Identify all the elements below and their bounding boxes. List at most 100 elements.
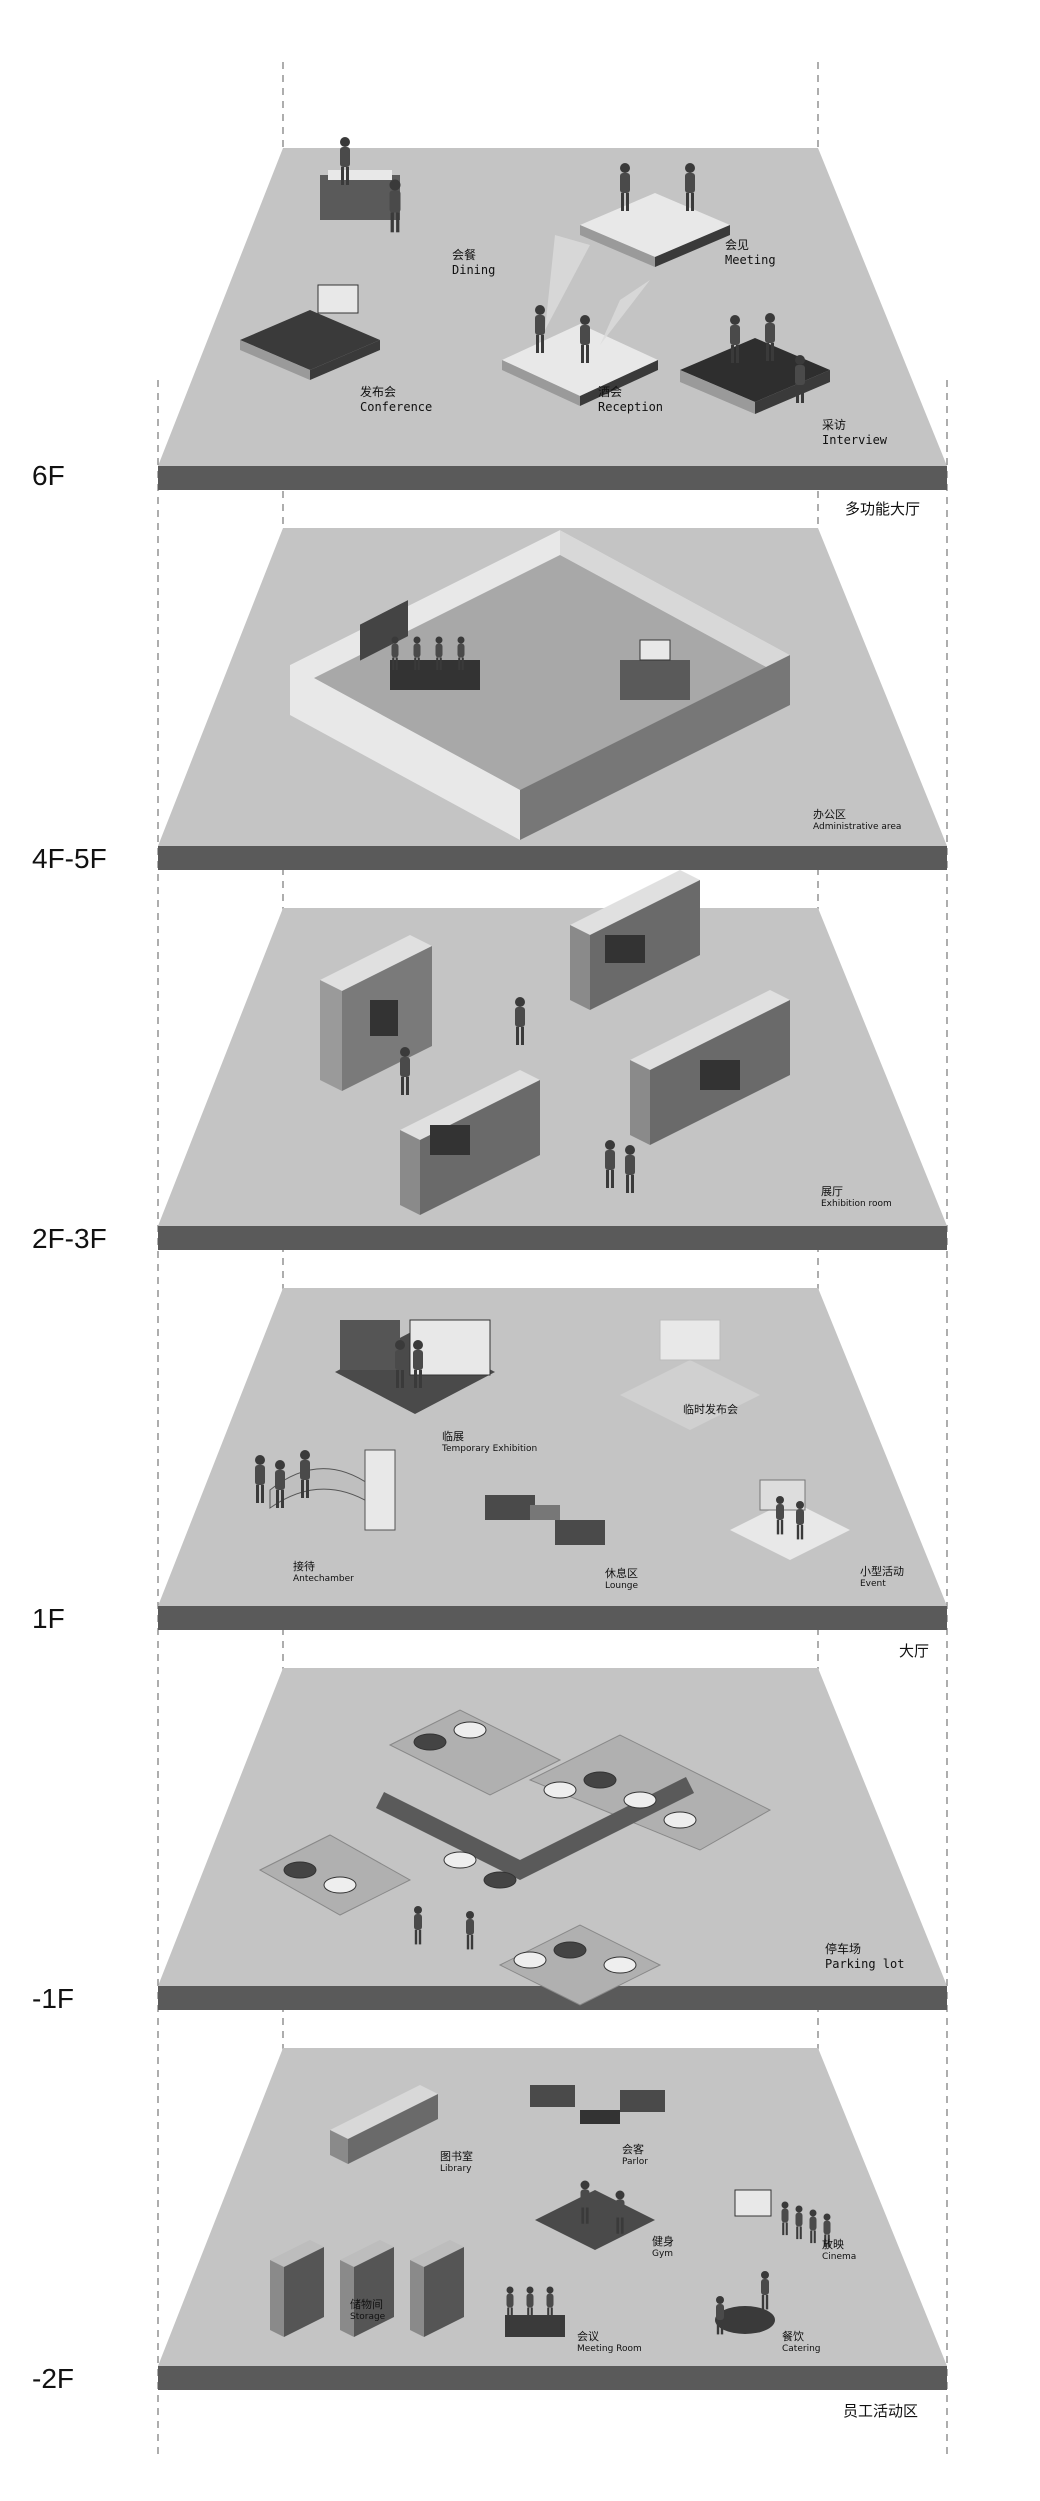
car-4 — [623, 1791, 657, 1809]
temp-visitor-1-body — [395, 1350, 405, 1370]
visitor-2-body — [400, 1057, 410, 1077]
cinema-viewer-1-body — [795, 2212, 803, 2227]
cinema-viewer-0-leg-l — [782, 2222, 785, 2236]
interview-person-1-body — [730, 325, 740, 345]
visitor-4-leg-l — [626, 1175, 629, 1193]
catering-person-2-leg-l — [716, 2320, 720, 2335]
reception-person-2-leg-r — [586, 345, 589, 363]
temp-conf-floor — [620, 1360, 760, 1430]
cinema-viewer-0-body — [781, 2208, 789, 2223]
exhibit-frame-1 — [370, 1000, 398, 1036]
cinema-viewer-3-leg-l — [824, 2234, 827, 2248]
zone-1f-temp-conference: 临时发布会 — [683, 1403, 738, 1416]
temp-visitor-2-leg-l — [414, 1370, 417, 1388]
visitor-1-leg-r — [521, 1027, 524, 1045]
gym-person-1-leg-r — [585, 2207, 589, 2224]
meeting-attendee-0-leg-r — [510, 2307, 513, 2321]
receptionist-1-body — [255, 1465, 265, 1485]
slab-edge-3 — [158, 1606, 947, 1630]
temp-exhibit-screen — [409, 1319, 491, 1376]
visitor-4-head — [625, 1145, 635, 1155]
office-wall-back-left — [290, 530, 560, 690]
floor-slabs — [158, 148, 947, 2390]
interview-person-3-leg-r — [801, 385, 804, 403]
brochure-stand — [364, 1449, 396, 1531]
floor-label-b1f: -1F — [32, 1983, 74, 2014]
floor-label-2f-3f: 2F-3F — [32, 1223, 107, 1254]
car-2 — [543, 1781, 577, 1799]
receptionist-1-leg-r — [261, 1485, 264, 1503]
slab-edge-0 — [158, 466, 947, 490]
office-person-0-leg-l — [392, 657, 395, 671]
dining-table — [320, 175, 400, 220]
interview-person-2-body — [765, 323, 775, 343]
receptionist-1-leg-l — [256, 1485, 259, 1503]
office-person-1-head — [413, 636, 421, 644]
meeting-attendee-2-leg-r — [550, 2307, 553, 2321]
event-person-2-leg-l — [796, 1525, 800, 1540]
receptionist-3-leg-l — [301, 1480, 304, 1498]
dining-cloth — [328, 170, 392, 180]
office-person-3-body — [457, 643, 465, 658]
visitor-3-leg-l — [606, 1170, 609, 1188]
office-wall-front-right — [520, 655, 790, 840]
lounge-sofa-1 — [485, 1495, 535, 1520]
parlor-table — [580, 2110, 620, 2124]
cinema-viewer-3-head — [823, 2213, 831, 2221]
cinema-viewer-2-leg-r — [813, 2230, 816, 2244]
cinema-viewer-2-leg-l — [810, 2230, 813, 2244]
conference-platform-side-l — [240, 340, 310, 380]
meeting-attendee-2-leg-l — [547, 2307, 550, 2321]
storage-cabinet-1-right — [354, 2247, 394, 2337]
floor-label-b2f: -2F — [32, 2363, 74, 2394]
meeting-attendee-2-body — [546, 2293, 554, 2308]
meeting-person-2-leg-r — [691, 193, 694, 211]
floor-label-6f: 6F — [32, 460, 65, 491]
event-person-1-head — [776, 1496, 784, 1504]
car-10 — [603, 1956, 637, 1974]
catering-table — [715, 2306, 775, 2334]
event-person-1-leg-l — [776, 1520, 780, 1535]
exhibit-frame-2 — [430, 1125, 470, 1155]
interview-person-1-leg-l — [731, 345, 734, 363]
floor-label-1f: 1F — [32, 1603, 65, 1634]
exhibit-wall-left-top — [320, 935, 432, 991]
scene-2f — [320, 870, 790, 1215]
gym-person-1-head — [580, 2180, 590, 2190]
interview-person-3-head — [795, 355, 805, 365]
catering-person-2-leg-r — [720, 2320, 724, 2335]
exhibit-wall-front-right — [420, 1080, 540, 1215]
meeting-person-1-body — [620, 173, 630, 193]
slab-top-3 — [158, 1288, 947, 1606]
event-platform — [730, 1500, 850, 1560]
storage-cabinet-1-top — [340, 2240, 394, 2267]
area-label-b2f: 员工活动区 — [843, 2402, 919, 2420]
catering-person-1-body — [761, 2279, 769, 2295]
interview-person-1-leg-r — [736, 345, 739, 363]
office-table — [390, 660, 480, 690]
gym-person-2-leg-l — [616, 2217, 620, 2234]
event-person-1-body — [776, 1504, 784, 1520]
parking-person-1-leg-l — [414, 1930, 418, 1945]
car-8 — [513, 1951, 547, 1969]
parking-person-1-head — [414, 1906, 422, 1914]
office-person-0-body — [391, 643, 399, 658]
slab-edge-1 — [158, 846, 947, 870]
meeting-attendee-1-body — [526, 2293, 534, 2308]
storage-cabinet-0-right — [284, 2247, 324, 2337]
visitor-3-body — [605, 1150, 615, 1170]
temp-visitor-2-leg-r — [419, 1370, 422, 1388]
visitor-2-head — [400, 1047, 410, 1057]
reception-person-1-body — [535, 315, 545, 335]
reception-person-2-head — [580, 315, 590, 325]
floor-label-4f-5f: 4F-5F — [32, 843, 107, 874]
visitor-1-head — [515, 997, 525, 1007]
